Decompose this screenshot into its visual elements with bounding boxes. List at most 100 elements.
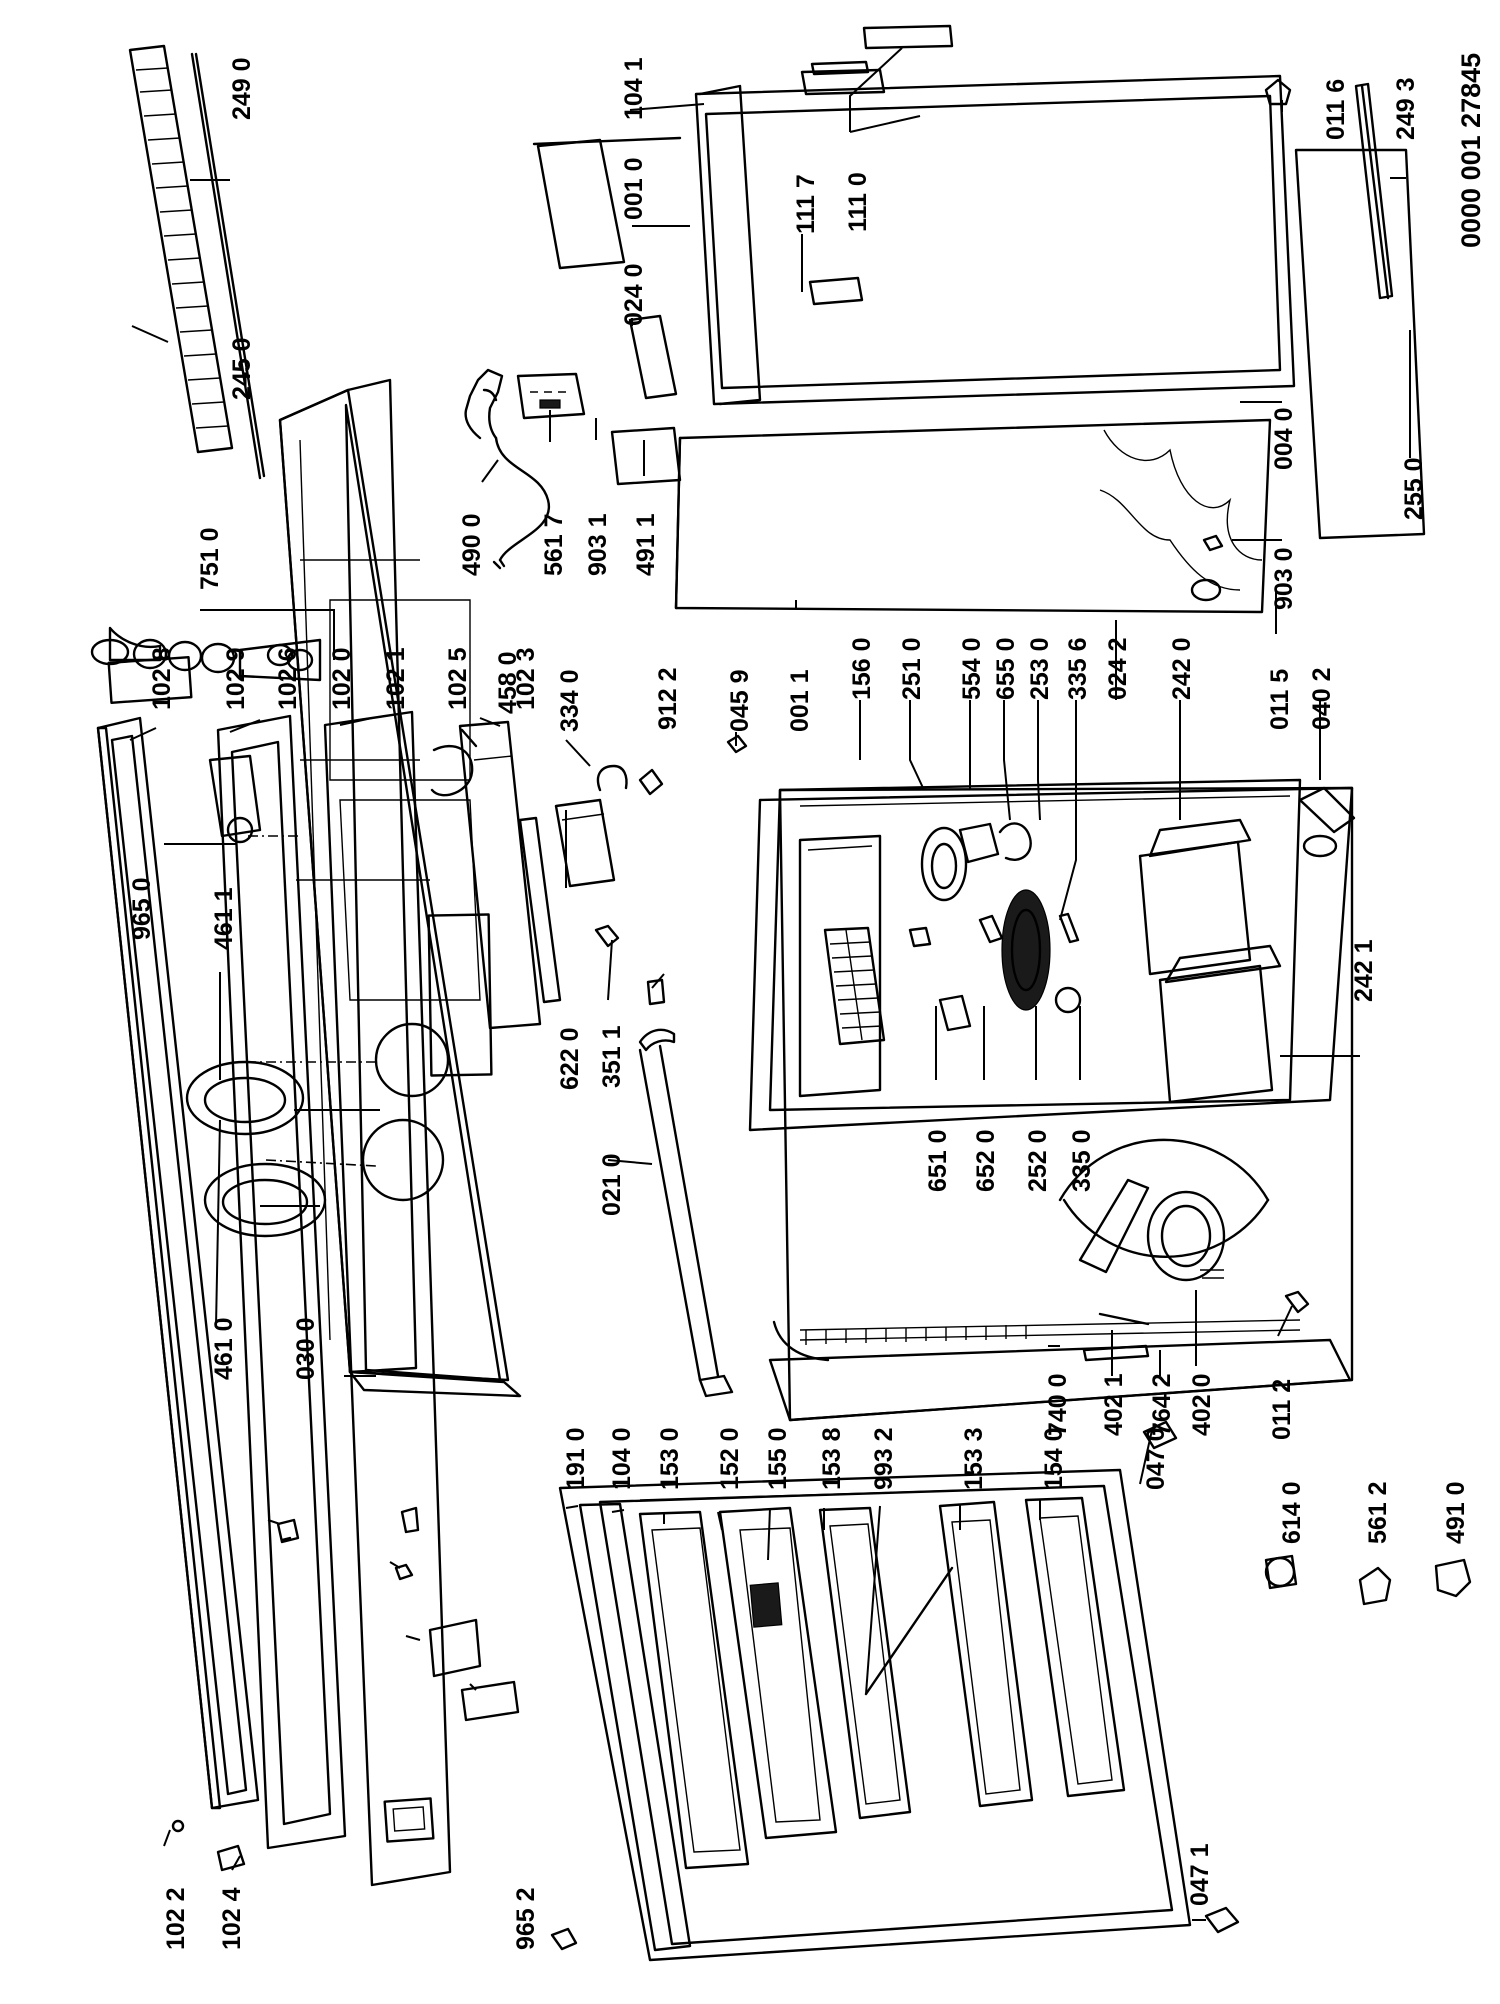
part-label: 903 0 — [1270, 547, 1298, 610]
loose-small-parts-bottom — [1264, 1554, 1472, 1606]
screw-parts-middle — [594, 734, 748, 1006]
part-label: 040 2 — [1308, 667, 1336, 730]
part-label: 102 0 — [328, 647, 356, 710]
part-label: 001 0 — [620, 157, 648, 220]
part-label: 252 0 — [1024, 1129, 1052, 1192]
lamp-housing-part — [610, 426, 682, 486]
door-gasket-part — [96, 716, 260, 1810]
part-labels: 102 2 102 4 102 8 102 9 102 6 102 0 102 … — [128, 53, 1486, 1950]
part-label: 102 2 — [162, 1887, 190, 1950]
top-hinge-part — [638, 1028, 734, 1398]
part-label: 402 0 — [1188, 1373, 1216, 1436]
part-label: 554 0 — [958, 637, 986, 700]
part-label: 253 0 — [1026, 637, 1054, 700]
part-label: 153 0 — [656, 1427, 684, 1490]
part-label: 491 1 — [632, 513, 660, 576]
condenser-tube-part — [772, 1320, 1150, 1362]
door-shell-part — [558, 1468, 1192, 1962]
part-label: 102 8 — [148, 647, 176, 710]
part-label: 011 5 — [1266, 669, 1294, 730]
part-label: 651 0 — [924, 1129, 952, 1192]
part-label: 045 9 — [726, 669, 754, 732]
document-id: 0000 001 27845 — [1456, 53, 1486, 248]
part-label: 251 0 — [898, 637, 926, 700]
part-label: 154 0 — [1040, 1427, 1068, 1490]
part-label: 965 0 — [128, 877, 156, 940]
part-label: 249 3 — [1392, 77, 1420, 140]
part-label: 751 0 — [196, 527, 224, 590]
part-label: 622 0 — [556, 1027, 584, 1090]
part-label: 102 5 — [444, 647, 472, 710]
part-label: 458 0 — [494, 651, 522, 714]
small-clip-parts — [171, 1506, 520, 1872]
thermostat-control-parts — [908, 822, 1082, 1032]
side-rail-parts — [458, 720, 562, 1030]
part-label: 993 2 — [870, 1427, 898, 1490]
part-label: 004 0 — [1270, 407, 1298, 470]
power-cord-part — [464, 368, 551, 570]
part-label: 351 1 — [598, 1025, 626, 1088]
part-label: 111 7 — [792, 174, 820, 234]
part-label: 001 1 — [786, 669, 814, 732]
part-label: 652 0 — [972, 1129, 1000, 1192]
door-back-panel-part — [694, 74, 1296, 406]
worktop-part — [278, 378, 522, 1398]
part-label: 461 0 — [210, 1317, 238, 1380]
part-label: 021 0 — [598, 1153, 626, 1216]
part-label: 152 0 — [716, 1427, 744, 1490]
burner-cap-parts — [185, 1060, 327, 1238]
door-shelf-parts — [638, 1496, 1126, 1870]
rack-grid-part — [128, 44, 266, 480]
part-label: 242 1 — [1350, 939, 1378, 1002]
part-label: 255 0 — [1400, 457, 1428, 520]
part-label: 335 0 — [1068, 1129, 1096, 1192]
part-label: 104 0 — [608, 1427, 636, 1490]
cabinet-rear-panel-part — [674, 418, 1272, 614]
part-label: 245 0 — [228, 337, 256, 400]
part-label: 156 0 — [848, 637, 876, 700]
terminal-block-part — [516, 372, 586, 420]
part-label: 491 0 — [1442, 1481, 1470, 1544]
part-label: 047 0 — [1142, 1427, 1170, 1490]
glass-shelf-parts — [1294, 82, 1426, 540]
leader-lines — [129, 47, 1411, 1921]
part-label: 335 6 — [1064, 637, 1092, 700]
part-label: 764 2 — [1148, 1373, 1176, 1436]
part-label: 402 1 — [1100, 1373, 1128, 1436]
knob-assembly-parts — [90, 626, 322, 844]
cabinet-back-frame-part — [532, 136, 682, 400]
door-inner-panel-part — [323, 710, 452, 1887]
part-label: 490 0 — [458, 513, 486, 576]
part-label: 011 6 — [1322, 79, 1350, 140]
part-label: 561 7 — [540, 513, 568, 576]
part-label: 024 0 — [620, 263, 648, 326]
ice-tray-part — [823, 926, 886, 1046]
feet-and-screws-parts — [1190, 78, 1356, 1314]
part-label: 102 3 — [512, 647, 540, 710]
part-label: 740 0 — [1044, 1373, 1072, 1436]
part-label: 102 6 — [274, 647, 302, 710]
part-label: 912 2 — [654, 667, 682, 730]
crisper-drawer-parts — [1138, 818, 1282, 1104]
part-label: 047 1 — [1186, 1843, 1214, 1906]
part-label: 102 4 — [218, 1887, 246, 1950]
part-label: 614 0 — [1278, 1481, 1306, 1544]
hinge-parts-bottom-left — [550, 1420, 1240, 1951]
part-label: 561 2 — [1364, 1481, 1392, 1544]
thermostat-part — [554, 764, 664, 888]
compressor-detail-part — [1058, 1138, 1270, 1326]
part-label: 655 0 — [992, 637, 1020, 700]
part-label: 191 0 — [562, 1427, 590, 1490]
cord-clip-part — [430, 728, 478, 797]
part-label: 111 0 — [844, 172, 872, 232]
part-label: 242 0 — [1168, 637, 1196, 700]
part-label: 461 1 — [210, 887, 238, 950]
part-label: 334 0 — [556, 669, 584, 732]
part-label: 155 0 — [764, 1427, 792, 1490]
door-frame-part — [216, 714, 347, 1850]
part-label: 153 3 — [960, 1427, 988, 1490]
part-label: 153 8 — [818, 1427, 846, 1490]
door-handle-parts — [800, 24, 954, 96]
part-label: 102 1 — [382, 647, 410, 710]
